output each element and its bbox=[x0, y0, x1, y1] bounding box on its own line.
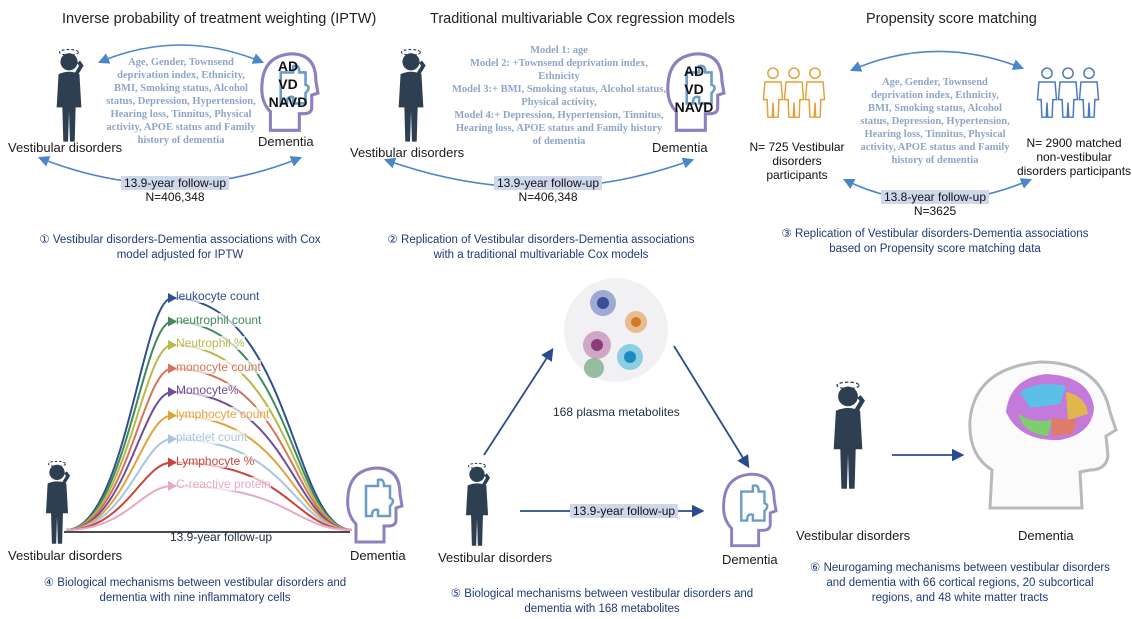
panel1-exposure-label: Vestibular disorders bbox=[8, 140, 123, 155]
panel5-caption: Biological mechanisms between vestibular… bbox=[464, 588, 754, 615]
blue-people-group bbox=[1036, 67, 1100, 119]
panel4-exposure-label: Vestibular disorders bbox=[8, 548, 123, 563]
panel1-title: Inverse probability of treatment weighti… bbox=[62, 11, 377, 27]
panel1-num: ① bbox=[39, 234, 50, 246]
panel4-outcome-label: Dementia bbox=[350, 548, 406, 563]
panel2-n: N=406,348 bbox=[518, 190, 578, 204]
arc-top-3 bbox=[849, 50, 1025, 72]
mediator-arrowhead bbox=[168, 387, 177, 397]
badge-ad: AD bbox=[683, 63, 705, 79]
panel1-caption-block: ① Vestibular disorders-Dementia associat… bbox=[30, 233, 330, 263]
mediator-arrowhead bbox=[168, 340, 177, 350]
panel1-caption: Vestibular disorders-Dementia associatio… bbox=[52, 234, 321, 261]
panel3-n: N=3625 bbox=[913, 204, 957, 218]
panel4-num: ④ bbox=[43, 577, 55, 589]
panel5-caption-block: ⑤ Biological mechanisms between vestibul… bbox=[432, 587, 772, 617]
badge-ad: AD bbox=[277, 58, 299, 74]
panel4-followup: 13.9-year follow-up bbox=[170, 530, 273, 544]
inflammatory-cell-label: Lymphocyte % bbox=[176, 453, 255, 468]
panel6-num: ⑥ bbox=[810, 562, 821, 574]
panel6-caption-block: ⑥ Neurogaming mechanisms between vestibu… bbox=[810, 561, 1110, 606]
vestibular-person-6 bbox=[834, 382, 863, 489]
panel1-n: N=406,348 bbox=[145, 190, 205, 204]
arrow-to-dementia bbox=[673, 345, 750, 469]
model-2: Model 2: +Townsend deprivation index, Et… bbox=[470, 58, 648, 82]
panel1-covariates: Age, Gender, Townsend deprivation index,… bbox=[106, 57, 256, 146]
panel3-left-group: N= 725 Vestibular disorders participants bbox=[749, 140, 845, 182]
panel4-caption: Biological mechanisms between vestibular… bbox=[57, 577, 347, 604]
mediator-arrowhead bbox=[168, 457, 177, 468]
panel2-num: ② bbox=[387, 234, 398, 246]
badge-vd: VD bbox=[684, 81, 704, 97]
model-1: Model 1: age bbox=[530, 45, 588, 56]
dementia-head-5 bbox=[722, 472, 778, 548]
metabolites-cloud bbox=[564, 278, 668, 382]
panel1-outcome-label: Dementia bbox=[258, 134, 314, 149]
inflammatory-cell-label: monocyte count bbox=[176, 359, 261, 374]
mediator-arrowhead bbox=[168, 434, 177, 444]
arc-top-1 bbox=[97, 44, 265, 64]
badge-navd: NAVD bbox=[674, 99, 714, 115]
panel3-right-group: N= 2900 matched non-vestibular disorders… bbox=[1016, 136, 1132, 178]
panel3-num: ③ bbox=[781, 228, 792, 240]
panel5-exposure-label: Vestibular disorders bbox=[438, 550, 553, 565]
vestibular-person-2 bbox=[396, 48, 426, 144]
panel3-caption: Replication of Vestibular disorders-Deme… bbox=[795, 228, 1089, 255]
mediator-arrowhead bbox=[168, 316, 177, 327]
panel3-covariates: Age, Gender, Townsend deprivation index,… bbox=[860, 77, 1010, 166]
mediator-arrowhead bbox=[168, 410, 177, 421]
panel3-caption-block: ③ Replication of Vestibular disorders-De… bbox=[770, 227, 1100, 257]
panel1-badges: AD VD NAVD bbox=[268, 57, 308, 111]
panel2-badges: AD VD NAVD bbox=[674, 62, 714, 116]
panel5-mediator: 168 plasma metabolites bbox=[553, 405, 680, 419]
inflammatory-cell-label: Neutrophil % bbox=[176, 336, 245, 350]
panel2-caption: Replication of Vestibular disorders-Deme… bbox=[401, 234, 695, 261]
panel2-followup: 13.9-year follow-up bbox=[493, 176, 603, 190]
mediator-arrowhead bbox=[168, 363, 177, 374]
panel6-exposure-label: Vestibular disorders bbox=[796, 528, 911, 543]
gold-people-group bbox=[762, 67, 826, 119]
panel2-exposure-label: Vestibular disorders bbox=[350, 145, 465, 160]
panel1-followup: 13.9-year follow-up bbox=[120, 176, 230, 190]
panel2-title: Traditional multivariable Cox regression… bbox=[430, 11, 735, 27]
panel2-outcome-label: Dementia bbox=[652, 140, 708, 155]
badge-vd: VD bbox=[278, 76, 298, 92]
panel5-followup: 13.9-year follow-up bbox=[570, 504, 679, 518]
badge-navd: NAVD bbox=[268, 94, 308, 110]
mediator-arrowhead bbox=[168, 293, 177, 303]
panel2-models: Model 1: age Model 2: +Townsend deprivat… bbox=[452, 44, 666, 148]
inflammatory-cell-label: platelet count bbox=[176, 430, 248, 444]
brain-head-sketch bbox=[968, 360, 1118, 510]
inflammatory-cell-label: lymphocyte count bbox=[176, 406, 270, 421]
arrow-to-metabolites bbox=[483, 347, 554, 456]
panel6-caption: Neurogaming mechanisms between vestibula… bbox=[823, 562, 1110, 604]
inflammatory-cell-label: Monocyte% bbox=[176, 383, 239, 397]
panel2-caption-block: ② Replication of Vestibular disorders-De… bbox=[386, 233, 696, 263]
model-4: Model 4:+ Depression, Hypertension, Tinn… bbox=[454, 110, 664, 147]
inflammatory-cell-label: leukocyte count bbox=[176, 289, 260, 303]
panel3-title: Propensity score matching bbox=[866, 11, 1037, 27]
mediator-arrowhead bbox=[168, 481, 177, 491]
panel6-outcome-label: Dementia bbox=[1018, 528, 1074, 543]
panel1-followup-block: 13.9-year follow-up N=406,348 bbox=[120, 176, 230, 204]
panel5-outcome-label: Dementia bbox=[722, 552, 778, 567]
vestibular-person-5 bbox=[464, 462, 490, 548]
inflammatory-cell-label: C-reactive protein bbox=[176, 477, 271, 491]
inflammatory-cell-label: neutrophil count bbox=[176, 312, 262, 327]
panel4-caption-block: ④ Biological mechanisms between vestibul… bbox=[20, 576, 370, 606]
model-3: Model 3:+ BMI, Smoking status, Alcohol s… bbox=[452, 84, 666, 108]
panel2-followup-block: 13.9-year follow-up N=406,348 bbox=[493, 176, 603, 204]
vestibular-person-1 bbox=[54, 48, 84, 144]
dementia-head-4 bbox=[346, 466, 404, 544]
panel3-followup-block: 13.8-year follow-up N=3625 bbox=[880, 190, 990, 218]
panel3-followup: 13.8-year follow-up bbox=[880, 190, 990, 204]
panel5-num: ⑤ bbox=[450, 588, 462, 600]
